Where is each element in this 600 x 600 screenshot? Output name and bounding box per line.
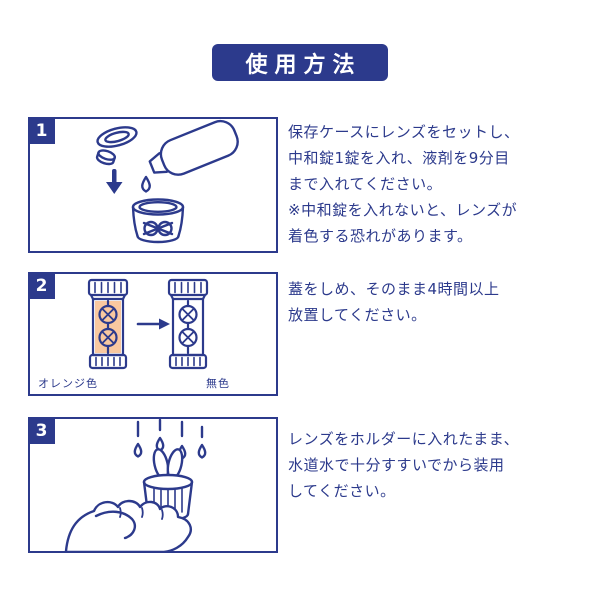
step-1-panel: 1 [28, 117, 278, 253]
step-1-text-line-5: 着色する恐れがあります。 [288, 227, 473, 245]
bottle-icon [148, 119, 239, 176]
vial-clear-icon [167, 278, 209, 370]
title-banner: 使用方法 [212, 44, 388, 81]
tablet-icon [95, 149, 116, 166]
step-3-number-badge: 3 [28, 417, 55, 444]
step-1-text-line-4: ※中和錠を入れないと、レンズが [288, 201, 518, 219]
step-1-text-line-1: 保存ケースにレンズをセットし、 [288, 123, 520, 141]
lens-case-icon [131, 198, 185, 244]
right-arrow-icon [136, 318, 170, 330]
down-arrow-icon [106, 169, 123, 194]
step-2-illustration [87, 278, 209, 370]
vial-clear-label: 無色 [206, 377, 230, 390]
step-1-number-badge: 1 [28, 117, 55, 144]
step-2-number-badge: 2 [28, 272, 55, 299]
lens-holder-icon [142, 448, 194, 522]
step-1-illustration [95, 119, 239, 244]
step-1-text-line-3: まで入れてください。 [288, 175, 443, 193]
step-3-text-line-2: 水道水で十分すすいでから装用 [288, 456, 505, 474]
vial-orange-label: オレンジ色 [38, 377, 98, 390]
vial-orange-icon [87, 278, 129, 370]
step-2-text-line-1: 蓋をしめ、そのまま4時間以上 [288, 280, 500, 298]
step-3-text-line-1: レンズをホルダーに入れたまま、 [288, 430, 520, 448]
step-1-text: 保存ケースにレンズをセットし、 中和錠1錠を入れ、液剤を9分目 まで入れてくださ… [288, 119, 590, 249]
step-1-text-line-2: 中和錠1錠を入れ、液剤を9分目 [288, 149, 510, 167]
step-2-text-line-2: 放置してください。 [288, 306, 427, 324]
step-3-panel: 3 [28, 417, 278, 553]
step-2-panel: 2 [28, 272, 278, 396]
step-3-text: レンズをホルダーに入れたまま、 水道水で十分すすいでから装用 してください。 [288, 426, 590, 504]
step-3-illustration [64, 419, 207, 551]
hand-icon [64, 499, 192, 551]
bottle-cap-icon [96, 126, 138, 148]
step-3-text-line-3: してください。 [288, 482, 396, 500]
step-2-text: 蓋をしめ、そのまま4時間以上 放置してください。 [288, 276, 590, 328]
liquid-drop-icon [141, 175, 151, 193]
page-title: 使用方法 [245, 52, 362, 78]
